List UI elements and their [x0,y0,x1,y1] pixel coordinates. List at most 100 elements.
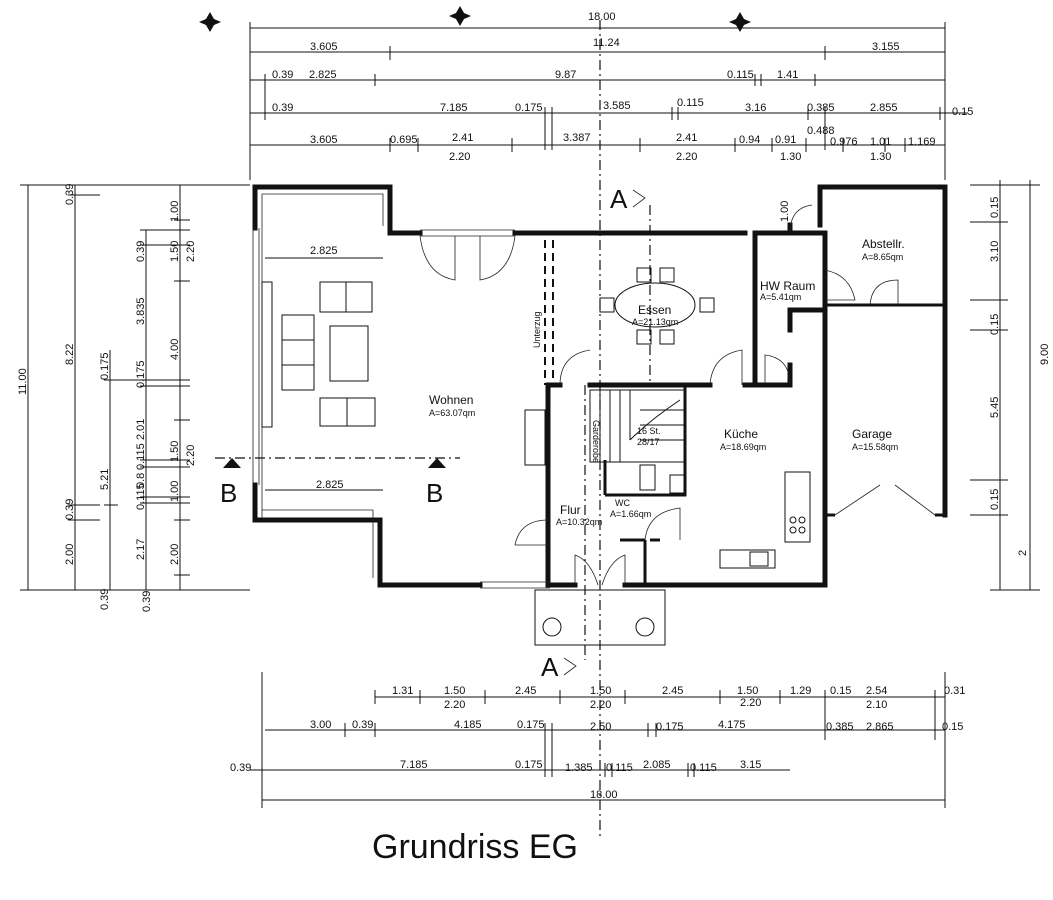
dim-left-c5-7: 2.00 [169,544,181,565]
dim-bottom-r2-4: 2.50 [590,721,611,733]
dim-bottom-r1-9: 1.29 [790,685,811,697]
dim-bottom-r1-0: 1.31 [392,685,413,697]
dim-top-r5-12: 1.01 [870,136,891,148]
dim-top-r4-6: 0.385 [807,102,835,114]
section-a-marker: A A [541,184,646,682]
dim-bottom-r3-7: 3.15 [740,759,761,771]
dim-bottom-r1-11: 2.54 [866,685,887,697]
bottom-dimension-chains: 1.31 1.50 2.20 2.45 1.50 2.20 2.45 1.50 … [230,672,965,808]
dim-left-c5-6: 1.00 [169,481,181,502]
dim-right-c1-4: 0.15 [989,489,1001,510]
dim-left-c3-0: 0.175 [99,352,111,380]
dim-bottom-r2-7: 0.385 [826,721,854,733]
dim-top-r5-11: 0.976 [830,136,858,148]
dim-bottom-r1-2: 2.20 [444,699,465,711]
dim-bottom-r4-0: 18.00 [590,789,618,801]
dim-left-c2-3: 2.00 [64,544,76,565]
section-b-marker: B B [220,478,443,508]
dim-top-r5-6: 2.20 [676,151,697,163]
dim-right-c1-1: 3.10 [989,241,1001,262]
dim-left-c4-2: 0.175 [135,360,147,388]
dim-top-r5-2: 2.41 [452,132,473,144]
dim-left-c2-1: 8.22 [64,344,76,365]
dim-bottom-r1-8: 2.20 [740,697,761,709]
dim-left-c5-2: 2.20 [185,241,197,262]
dim-left-c3-2: 0.39 [99,589,111,610]
room-essen-area: A=21.13qm [632,317,678,327]
dim-left-c4-6: 0.115 [135,483,147,510]
dim-right-c2-0: 9.00 [1039,344,1051,365]
room-flur-name: Flur [560,503,581,517]
building-walls [252,184,948,589]
dim-hw-door: 1.00 [779,201,791,222]
dim-bottom-r2-0: 3.00 [310,719,331,731]
dim-bottom-r1-1: 1.50 [444,685,465,697]
section-b-left-label: B [220,478,237,508]
dim-wohnen-bottom: 2.825 [316,479,344,491]
right-dimension-chains: 0.15 3.10 0.15 5.45 0.15 2 9.00 [970,180,1051,591]
dim-bottom-r3-5: 2.085 [643,759,671,771]
dim-left-c4-3: 2.01 [135,419,147,440]
dim-left-c4-1: 3.835 [135,297,147,325]
dim-bottom-r2-6: 4.175 [718,719,746,731]
dim-left-c5-0: 1.00 [169,201,181,222]
dim-bottom-r3-6: 0.115 [690,762,717,774]
dim-left-c1-0: 11.00 [17,368,29,395]
section-lines [215,20,651,840]
dim-left-c5-8: 0.39 [141,591,153,612]
dim-top-r2-2: 3.155 [872,41,900,53]
dim-bottom-r1-3: 2.45 [515,685,536,697]
dim-top-r4-0: 0.39 [272,102,293,114]
dim-right-c1-2: 0.15 [989,314,1001,335]
dim-top-r4-1: 7.185 [440,102,468,114]
dim-bottom-r2-2: 4.185 [454,719,482,731]
dim-left-c4-4: 0.115 [135,443,147,470]
dim-top-r5-5: 2.41 [676,132,697,144]
furniture [261,267,811,646]
room-flur-area: A=10.32qm [556,517,602,527]
dim-bottom-r2-8: 2.865 [866,721,894,733]
dim-top-r5-1: 0.695 [390,134,418,146]
garderobe-label: Garderobe [591,420,601,463]
stair-ratio-label: 28/17 [637,437,660,447]
dim-top-r4-3: 3.585 [603,100,631,112]
dim-bottom-r1-13: 0.31 [944,685,965,697]
dim-top-r2-0: 3.605 [310,41,338,53]
dim-left-c2-0: 0.39 [64,184,76,205]
dim-top-r2-1: 11.24 [593,37,620,49]
room-abstellr-area: A=8.65qm [862,252,903,262]
dim-bottom-r1-12: 2.10 [866,699,887,711]
dim-left-c5-4: 1.50 [169,441,181,462]
room-hw-area: A=5.41qm [760,292,801,302]
north-marker-icons [199,6,751,32]
dim-top-r3-4: 1.41 [777,69,798,81]
dim-bottom-r2-5: 0.175 [656,721,684,733]
dim-bottom-r1-4: 1.50 [590,685,611,697]
doors [419,204,936,586]
dim-bottom-r3-2: 0.175 [515,759,543,771]
dim-top-r5-10: 0.488 [807,125,835,137]
dim-top-r5-8: 0.91 [775,134,796,146]
dim-left-c4-0: 0.39 [135,241,147,262]
dim-bottom-r2-1: 0.39 [352,719,373,731]
dim-top-r5-4: 3.387 [563,132,591,144]
dim-top-r4-2: 0.175 [515,102,543,114]
room-hw-name: HW Raum [760,279,815,293]
dim-top-r5-7: 0.94 [739,134,760,146]
dim-top-r5-0: 3.605 [310,134,338,146]
dim-top-r4-8: 0.15 [952,106,973,118]
room-kueche-name: Küche [724,427,758,441]
dim-top-r5-3: 2.20 [449,151,470,163]
dim-bottom-r1-6: 2.45 [662,685,683,697]
dim-top-r5-13: 1.30 [870,151,891,163]
dim-right-c1-3: 5.45 [989,397,1001,418]
dim-bottom-r3-1: 7.185 [400,759,428,771]
dim-top-r3-3: 0.115 [727,69,754,81]
stair-steps-label: 16 St. [637,426,661,436]
room-wc-name: WC [615,498,630,508]
dim-left-c3-1: 5.21 [99,469,111,490]
dim-top-r3-2: 9.87 [555,69,576,81]
unterzug-label: Unterzug [532,311,542,348]
room-wohnen-area: A=63.07qm [429,408,475,418]
dim-left-c5-1: 1.50 [169,241,181,262]
